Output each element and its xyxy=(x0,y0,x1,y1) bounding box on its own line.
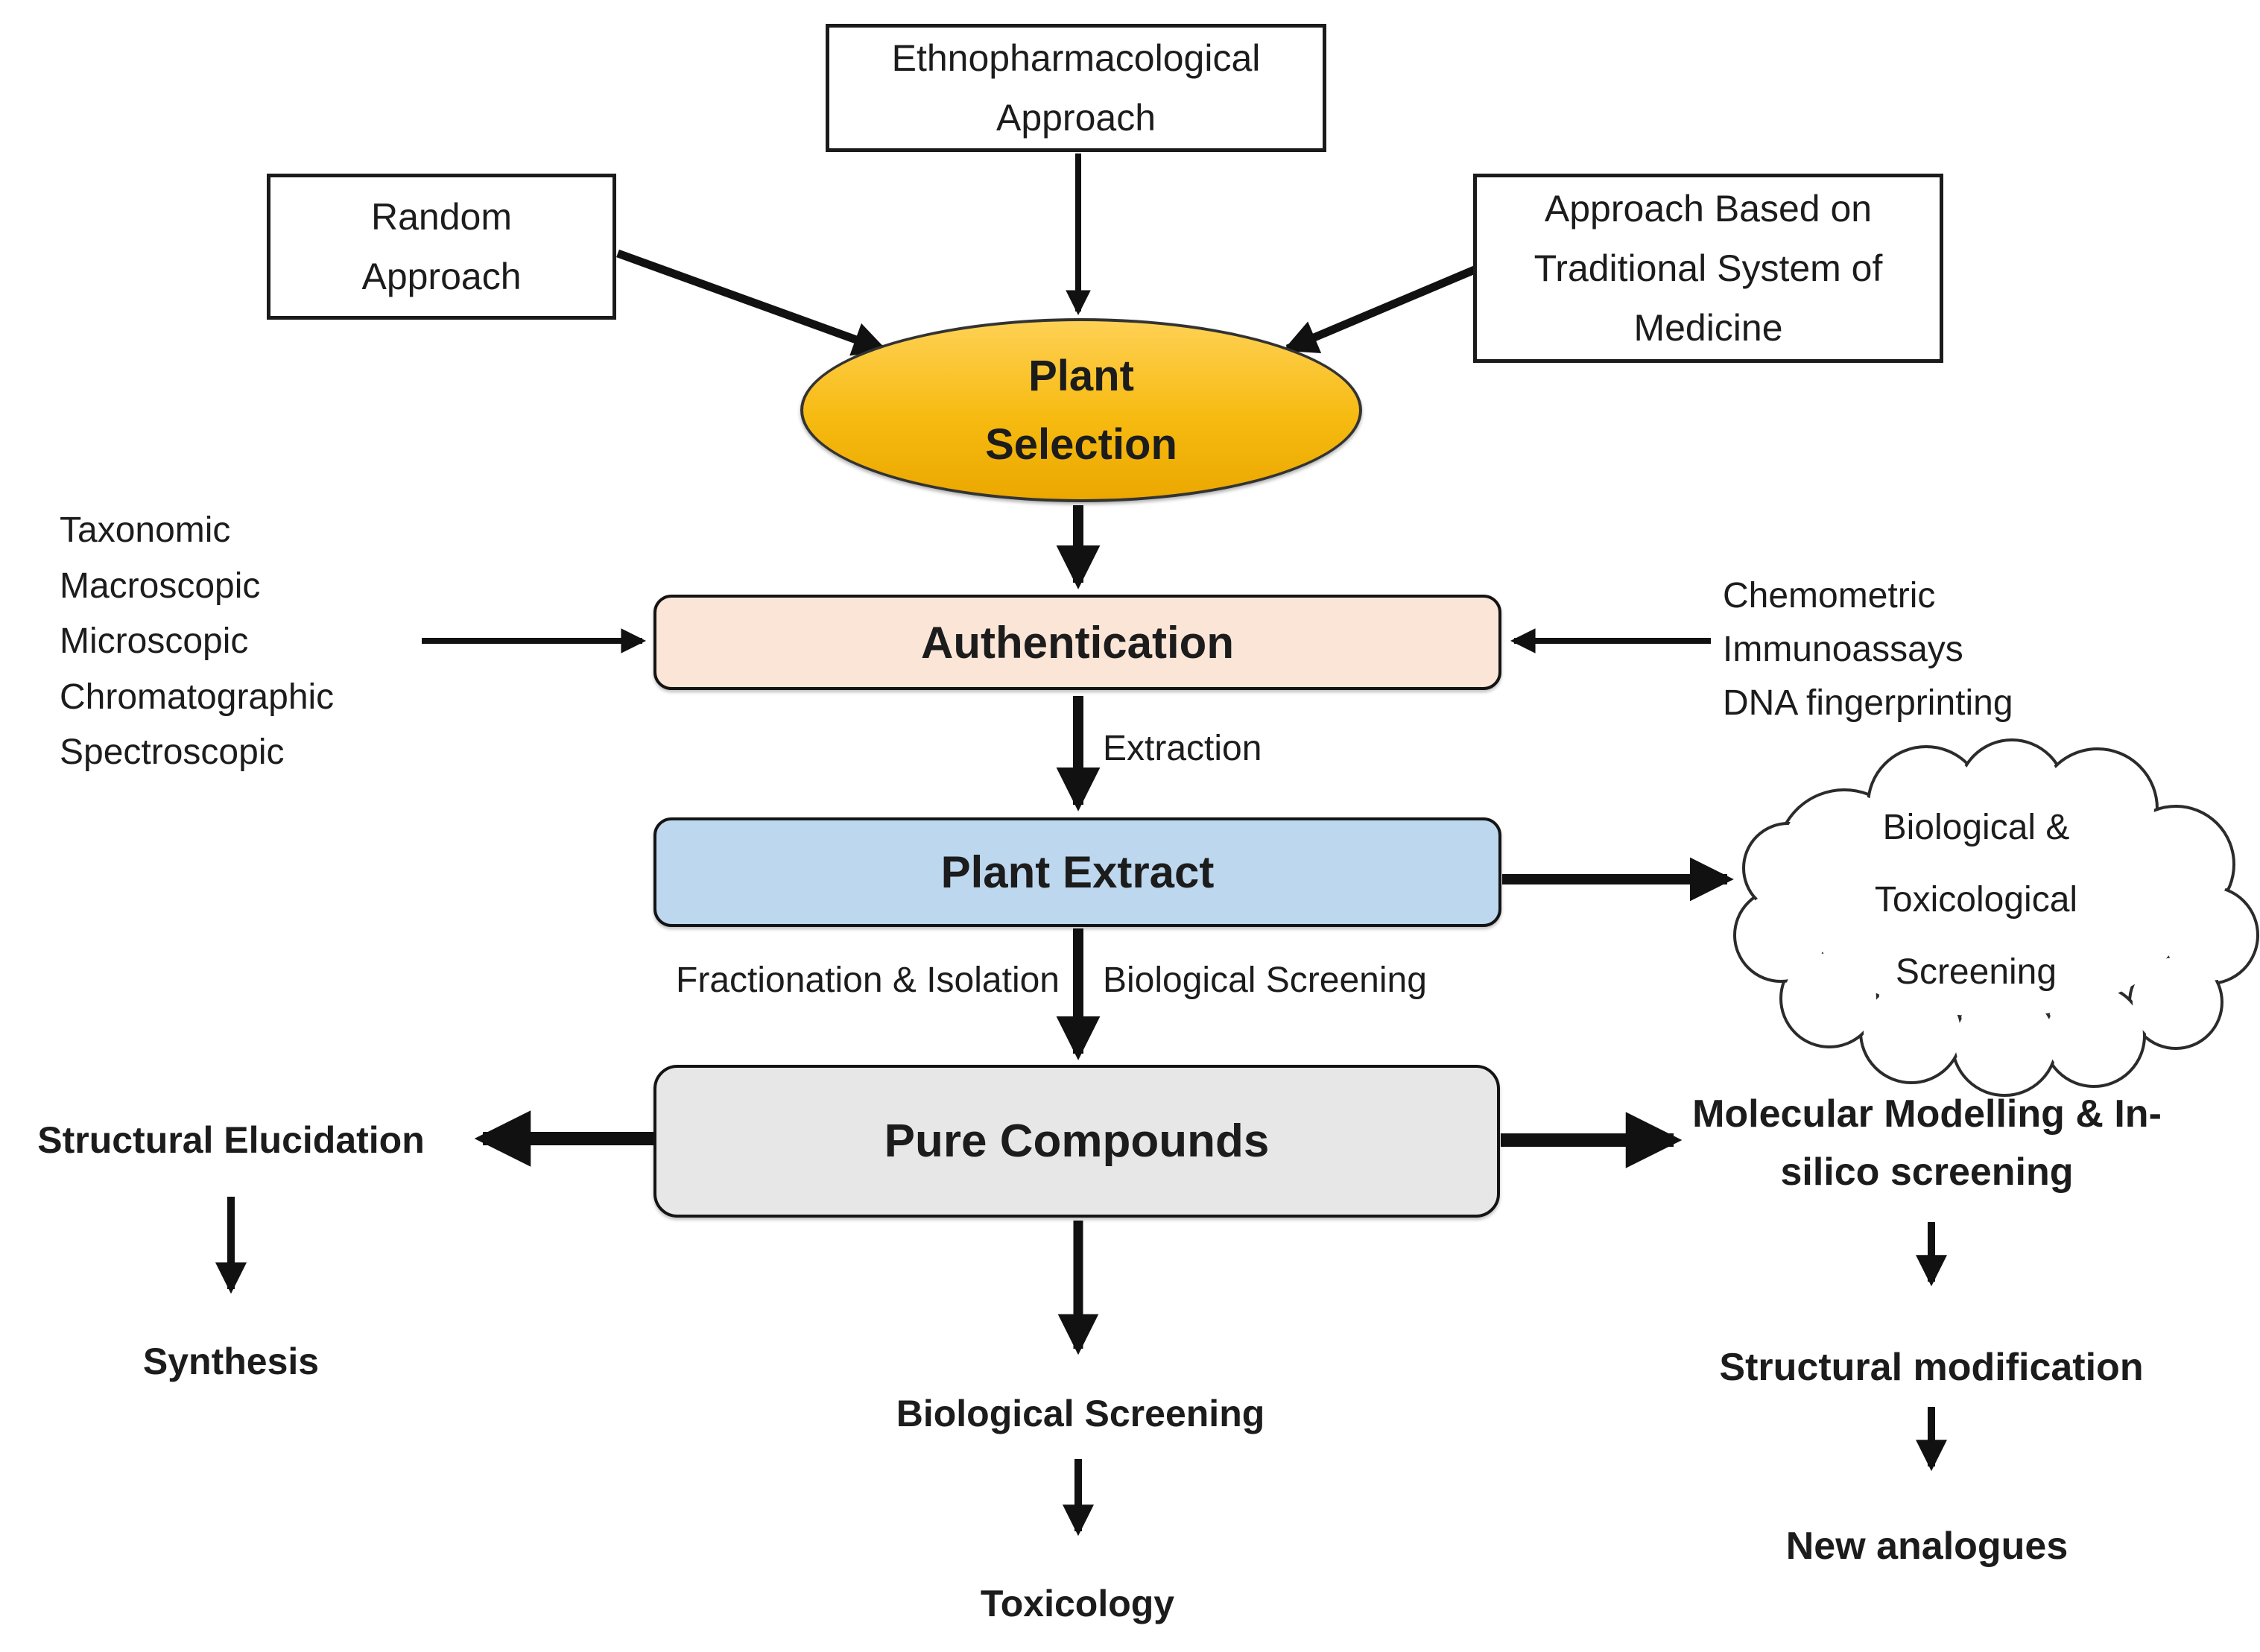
authentication-methods-right: Chemometric Immunoassays DNA fingerprint… xyxy=(1723,569,2013,730)
edge-label-extraction: Extraction xyxy=(1103,729,1262,768)
label-structural-modification: Structural modification xyxy=(1719,1346,2144,1389)
method-item: Microscopic xyxy=(60,621,249,661)
arrow-random-to-plant-selection xyxy=(616,249,888,356)
node-authentication-label: Authentication xyxy=(921,617,1234,668)
node-pure-compounds-label: Pure Compounds xyxy=(884,1115,1270,1167)
box-ethnopharmacological-approach-label: Ethnopharmacological Approach xyxy=(891,37,1261,139)
label-biological-screening-bottom: Biological Screening xyxy=(896,1393,1265,1434)
node-plant-selection: Plant Selection xyxy=(800,318,1362,502)
label-synthesis: Synthesis xyxy=(142,1341,320,1382)
arrow-traditional-to-plant-selection xyxy=(1282,265,1477,354)
method-item: Spectroscopic xyxy=(60,732,285,772)
edge-label-fractionation-isolation: Fractionation & Isolation xyxy=(676,960,1060,1000)
node-plant-extract: Plant Extract xyxy=(653,817,1501,927)
node-pure-compounds: Pure Compounds xyxy=(653,1065,1500,1218)
box-random-approach: Random Approach xyxy=(267,174,616,320)
method-item: Taxonomic xyxy=(60,510,231,550)
label-structural-elucidation: Structural Elucidation xyxy=(37,1119,425,1161)
method-item: Macroscopic xyxy=(60,566,261,606)
label-new-analogues: New analogues xyxy=(1785,1525,2068,1568)
label-molecular-modelling-in-silico: Molecular Modelling & In-silico screenin… xyxy=(1692,1092,2162,1194)
method-item: Immunoassays xyxy=(1723,630,1963,669)
node-plant-selection-label: Plant Selection xyxy=(985,351,1177,469)
method-item: Chemometric xyxy=(1723,576,1936,615)
box-traditional-medicine-approach-label: Approach Based on Traditional System of … xyxy=(1533,188,1883,349)
edge-label-biological-screening: Biological Screening xyxy=(1103,960,1427,1000)
method-item: Chromatographic xyxy=(60,677,335,717)
box-random-approach-label: Random Approach xyxy=(361,196,522,297)
box-traditional-medicine-approach: Approach Based on Traditional System of … xyxy=(1473,174,1943,363)
method-item: DNA fingerprinting xyxy=(1723,683,2013,723)
authentication-methods-left: Taxonomic Macroscopic Microscopic Chroma… xyxy=(60,503,334,781)
cloud-biological-toxicological-screening: Biological & Toxicological Screening xyxy=(1874,808,2078,992)
label-toxicology: Toxicology xyxy=(980,1583,1175,1624)
node-authentication: Authentication xyxy=(653,595,1501,690)
cloud-shape xyxy=(1733,738,2259,1097)
box-ethnopharmacological-approach: Ethnopharmacological Approach xyxy=(826,24,1326,152)
node-plant-extract-label: Plant Extract xyxy=(940,847,1215,897)
